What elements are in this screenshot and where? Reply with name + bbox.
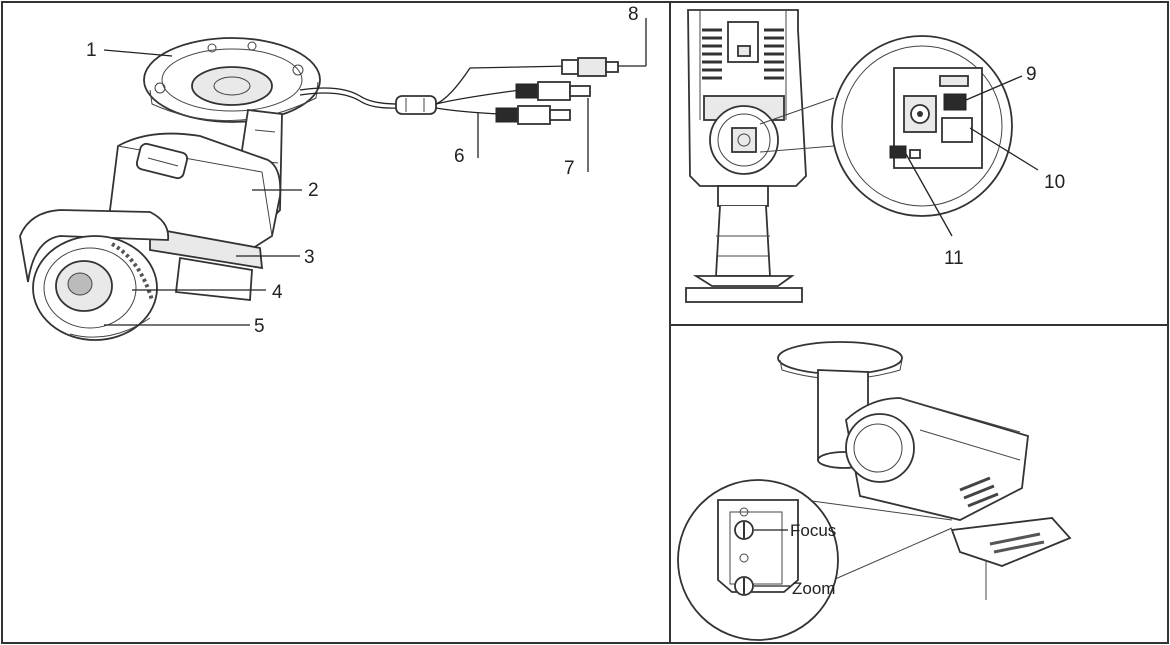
callout-2: 2 bbox=[308, 180, 319, 201]
callout-7: 7 bbox=[564, 158, 575, 179]
callout-5: 5 bbox=[254, 316, 265, 337]
callout-3: 3 bbox=[304, 247, 315, 268]
callout-6: 6 bbox=[454, 146, 465, 167]
sunshield bbox=[19, 209, 170, 283]
callout-9: 9 bbox=[1026, 64, 1037, 85]
focus-adjuster bbox=[734, 520, 788, 540]
cable-harness bbox=[299, 57, 619, 125]
rear-view-drawing: 9 10 11 bbox=[685, 9, 1065, 303]
adjustment-detail-circle bbox=[677, 479, 839, 641]
zoom-adjuster bbox=[734, 576, 790, 596]
video-connector bbox=[515, 81, 591, 101]
rear-cooling-fins bbox=[702, 28, 784, 80]
mounting-base bbox=[143, 37, 321, 123]
audio-connector bbox=[495, 105, 571, 125]
zoom-label: Zoom bbox=[792, 579, 835, 598]
rear-detail-circle bbox=[831, 35, 1013, 217]
callout-4: 4 bbox=[272, 282, 283, 303]
callout-1: 1 bbox=[86, 40, 97, 61]
power-connector bbox=[561, 57, 619, 77]
callout-10: 10 bbox=[1044, 172, 1065, 193]
callout-8: 8 bbox=[628, 4, 639, 25]
left-leader-lines bbox=[103, 18, 647, 326]
focus-label: Focus bbox=[790, 521, 836, 540]
body-cooling-fins bbox=[959, 476, 999, 508]
lens-assembly bbox=[32, 235, 158, 341]
lens-adjustment-drawing: Focus Zoom bbox=[677, 341, 1072, 641]
callout-11: 11 bbox=[944, 248, 964, 269]
camera-overview-drawing: 1 2 3 4 5 6 7 8 bbox=[19, 4, 647, 341]
